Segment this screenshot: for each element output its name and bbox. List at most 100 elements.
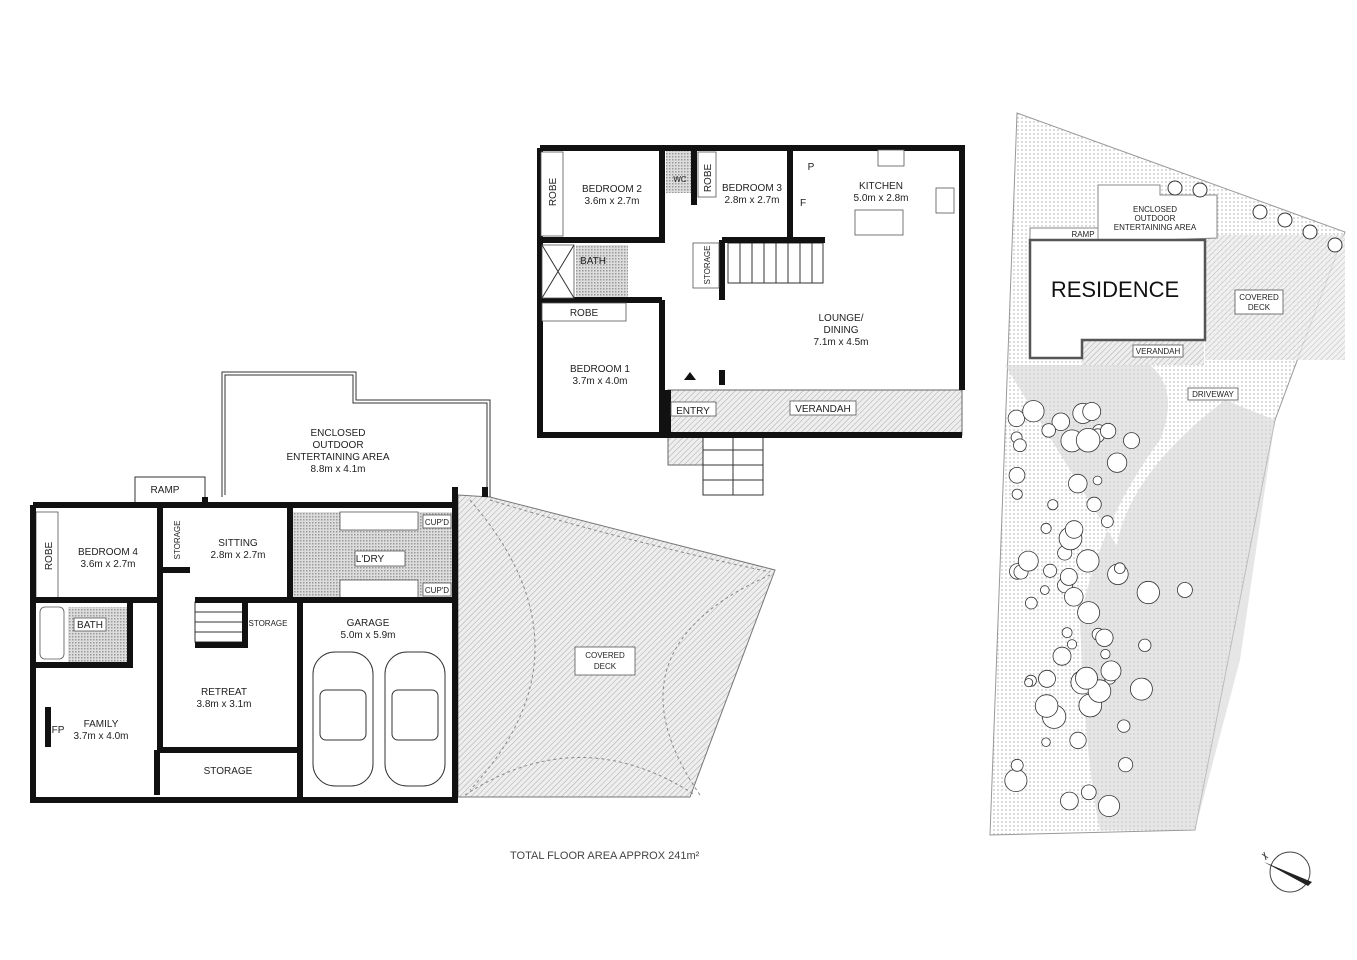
room-name: LOUNGE/: [818, 313, 863, 324]
robe-label: ROBE: [44, 542, 55, 571]
room-name: BEDROOM 1: [570, 364, 630, 375]
tree-icon: [1064, 520, 1084, 539]
covered-deck-area: [457, 494, 776, 798]
upper-floor-plan: BEDROOM 2 3.6m x 2.7m BEDROOM 3 2.8m x 2…: [537, 145, 965, 496]
tree-icon: [1041, 737, 1051, 747]
room-size: 5.0m x 2.8m: [853, 193, 908, 204]
tree-icon: [1052, 646, 1072, 666]
storage-label: STORAGE: [249, 619, 288, 628]
tree-icon: [1077, 601, 1100, 624]
tree-icon: [1064, 587, 1084, 607]
verandah-label: VERANDAH: [795, 404, 851, 415]
ramp-label: RAMP: [1071, 230, 1094, 239]
fireplace-label: FP: [52, 725, 65, 736]
entry-label: ENTRY: [676, 406, 710, 417]
tree-icon: [1098, 795, 1121, 818]
tree-icon: [1138, 638, 1152, 652]
tree-icon: [1061, 627, 1073, 638]
bath-label: BATH: [77, 620, 103, 631]
tree-icon: [1086, 496, 1102, 512]
driveway-label: DRIVEWAY: [1192, 390, 1234, 399]
tree-icon: [1327, 237, 1343, 253]
laundry-label: L'DRY: [356, 554, 385, 565]
residence-label: RESIDENCE: [1051, 277, 1179, 302]
room-name: ENCLOSED: [310, 428, 365, 439]
lower-floor-plan: ENCLOSED OUTDOOR ENTERTAINING AREA 8.8m …: [30, 371, 776, 803]
tree-icon: [1041, 423, 1056, 438]
room-name: FAMILY: [84, 719, 119, 730]
tree-icon: [1051, 412, 1071, 432]
tree-icon: [1011, 488, 1023, 500]
tree-icon: [1043, 563, 1058, 578]
entry-arrow-icon: [684, 372, 696, 380]
tree-icon: [1100, 648, 1111, 660]
room-size: 3.8m x 3.1m: [196, 699, 251, 710]
room-size: 7.1m x 4.5m: [813, 337, 868, 348]
tree-icon: [1013, 438, 1027, 453]
room-name: OUTDOOR: [312, 440, 363, 451]
tree-icon: [1068, 473, 1088, 494]
covered-deck-label: DECK: [594, 662, 617, 671]
room-size: 3.7m x 4.0m: [572, 376, 627, 387]
room-size: 2.8m x 2.7m: [210, 550, 265, 561]
tree-icon: [1252, 204, 1268, 220]
tree-icon: [1008, 466, 1026, 484]
room-name: SITTING: [218, 538, 258, 549]
tree-icon: [1059, 568, 1078, 586]
cupboard-label: CUP'D: [425, 518, 449, 527]
tree-icon: [1277, 212, 1293, 228]
outdoor-label: ENTERTAINING AREA: [1114, 223, 1197, 232]
room-size: 3.6m x 2.7m: [584, 196, 639, 207]
tree-icon: [1004, 769, 1028, 793]
car-icon: [312, 651, 446, 787]
wc-label: WC: [673, 175, 687, 184]
tree-icon: [1136, 580, 1160, 605]
room-name: DINING: [824, 325, 859, 336]
tree-icon: [1114, 562, 1126, 574]
room-name: GARAGE: [347, 618, 390, 629]
tree-icon: [1076, 549, 1100, 573]
outdoor-label: ENCLOSED: [1133, 205, 1177, 214]
tree-icon: [1092, 475, 1103, 486]
room-size: 2.8m x 2.7m: [724, 195, 779, 206]
site-plan: RESIDENCE ENCLOSED OUTDOOR ENTERTAINING …: [989, 112, 1346, 836]
tree-icon: [1081, 784, 1097, 801]
tree-icon: [1060, 791, 1079, 811]
tree-icon: [1022, 400, 1045, 423]
tree-icon: [1100, 660, 1122, 682]
tree-icon: [1066, 639, 1078, 650]
tree-icon: [1123, 432, 1140, 450]
residence-outline: [1028, 238, 1207, 360]
tree-icon: [1034, 694, 1059, 718]
robe-label: ROBE: [570, 308, 599, 319]
room-name: BEDROOM 2: [582, 184, 642, 195]
tree-icon: [1040, 522, 1052, 534]
room-name: RETREAT: [201, 687, 247, 698]
bath-label: BATH: [580, 256, 606, 267]
covered-deck-label: COVERED: [1239, 293, 1279, 302]
tree-icon: [1117, 719, 1131, 733]
tree-icon: [1302, 224, 1318, 240]
tree-icon: [1192, 182, 1208, 198]
room-name: KITCHEN: [859, 181, 903, 192]
pantry-label: P: [808, 162, 815, 173]
room-name: BEDROOM 4: [78, 547, 138, 558]
tree-icon: [1107, 452, 1128, 473]
storage-label: STORAGE: [204, 766, 253, 777]
tree-icon: [1038, 669, 1056, 688]
tree-icon: [1095, 628, 1114, 647]
tree-icon: [1082, 402, 1102, 421]
tree-icon: [1025, 596, 1038, 610]
fridge-label: F: [800, 198, 806, 209]
tree-icon: [1024, 678, 1034, 688]
tree-icon: [1010, 758, 1024, 772]
tree-icon: [1047, 499, 1059, 511]
outdoor-label: OUTDOOR: [1135, 214, 1176, 223]
storage-label: STORAGE: [173, 521, 182, 560]
north-arrow-icon: [1261, 851, 1312, 893]
covered-deck-label: COVERED: [585, 651, 625, 660]
tree-icon: [1007, 409, 1026, 428]
cupboard-label: CUP'D: [425, 586, 449, 595]
robe-label: ROBE: [703, 164, 714, 193]
